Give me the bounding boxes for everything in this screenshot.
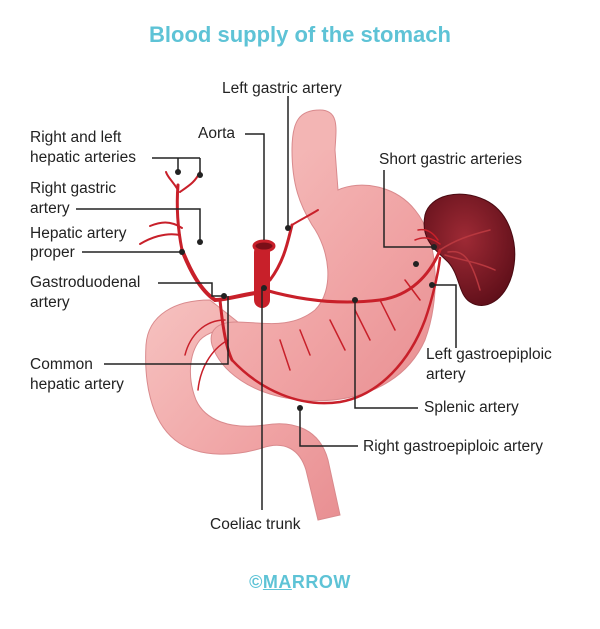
label-hepatic-proper-line1: Hepatic artery [30,225,127,242]
oesophagus [291,109,337,151]
diagram-title: Blood supply of the stomach [149,22,451,47]
copyright-symbol: © [249,572,263,592]
label-right-gastroepiploic-artery: Right gastroepiploic artery [363,438,544,455]
label-right-gastric-line2: artery [30,200,70,217]
leader-dots [175,169,437,411]
brand-rest: RROW [291,572,351,592]
label-right-left-hepatic-line2: hepatic arteries [30,149,136,166]
label-hepatic-proper-line2: proper [30,244,75,261]
brand-underlined: MA [262,572,292,592]
stomach-body [210,133,436,402]
leader-lines [76,96,457,510]
label-short-gastric-arteries: Short gastric arteries [379,151,522,168]
label-gastroduodenal-line2: artery [30,294,70,311]
label-left-gastroepiploic-line2: artery [426,366,466,383]
label-aorta: Aorta [198,125,236,142]
spleen [423,193,516,307]
label-right-gastric-line1: Right gastric [30,180,117,197]
label-gastroduodenal-line1: Gastroduodenal [30,274,141,291]
label-left-gastroepiploic-line1: Left gastroepiploic [426,346,552,363]
label-common-hepatic-line1: Common [30,356,93,373]
label-common-hepatic-line2: hepatic artery [30,376,124,393]
label-left-gastric-artery: Left gastric artery [222,80,342,97]
label-coeliac-trunk: Coeliac trunk [210,516,301,533]
label-splenic-artery: Splenic artery [424,399,519,416]
marrow-logo: ©MARROW [0,572,600,593]
label-right-left-hepatic-line1: Right and left [30,129,122,146]
